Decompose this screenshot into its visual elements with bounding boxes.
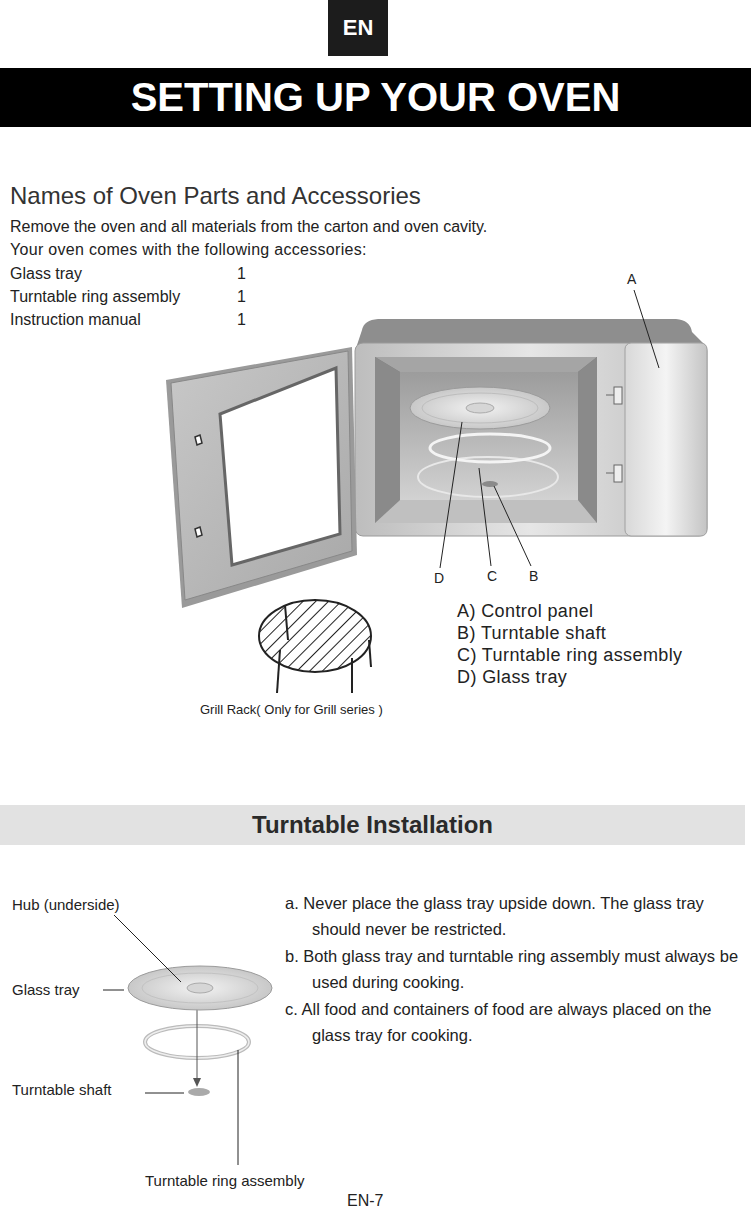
callout-letter: C: [487, 568, 497, 585]
part-name: Hub (underside): [12, 896, 120, 914]
instruction-text: Your oven comes with the following acces…: [10, 240, 367, 259]
part-legend: A) Control panel: [457, 601, 593, 623]
quantity: 1: [237, 310, 246, 329]
part-legend: D) Glass tray: [457, 667, 567, 689]
instruction-note: c. All food and containers of food are a…: [285, 996, 743, 1048]
callout-letter: D: [434, 570, 444, 587]
callout-letter: B: [529, 568, 538, 585]
page-number: EN-7: [347, 1191, 383, 1208]
band-text: Turntable Installation: [252, 811, 493, 839]
accessory-name: Instruction manual: [10, 310, 141, 329]
accessory-caption: Grill Rack( Only for Grill series ): [200, 702, 383, 718]
section-heading: Names of Oven Parts and Accessories: [10, 182, 421, 211]
band-text: EN: [343, 15, 374, 41]
band-text: SETTING UP YOUR OVEN: [131, 75, 621, 120]
grill-rack: [259, 600, 371, 693]
quantity: 1: [237, 287, 246, 306]
language-badge: EN: [328, 0, 388, 56]
oven-door: [166, 347, 357, 608]
instruction-text: Remove the oven and all materials from t…: [10, 217, 487, 236]
section-band: Turntable Installation: [0, 805, 745, 845]
part-name: Glass tray: [12, 981, 80, 999]
title-band: SETTING UP YOUR OVEN: [0, 68, 751, 127]
part-name: Turntable shaft: [12, 1081, 112, 1099]
part-name: Turntable ring assembly: [145, 1172, 305, 1190]
turntable-figure: [128, 966, 272, 1096]
leader-lines: [440, 290, 659, 568]
quantity: 1: [237, 264, 246, 283]
part-legend: C) Turntable ring assembly: [457, 645, 683, 667]
callout-letter: A: [627, 271, 636, 288]
instruction-note: b. Both glass tray and turntable ring as…: [285, 943, 743, 995]
leader-lines: [103, 915, 238, 1165]
instruction-note: a. Never place the glass tray upside dow…: [285, 890, 743, 942]
accessory-name: Turntable ring assembly: [10, 287, 180, 306]
part-legend: B) Turntable shaft: [457, 623, 606, 645]
accessory-name: Glass tray: [10, 264, 82, 283]
